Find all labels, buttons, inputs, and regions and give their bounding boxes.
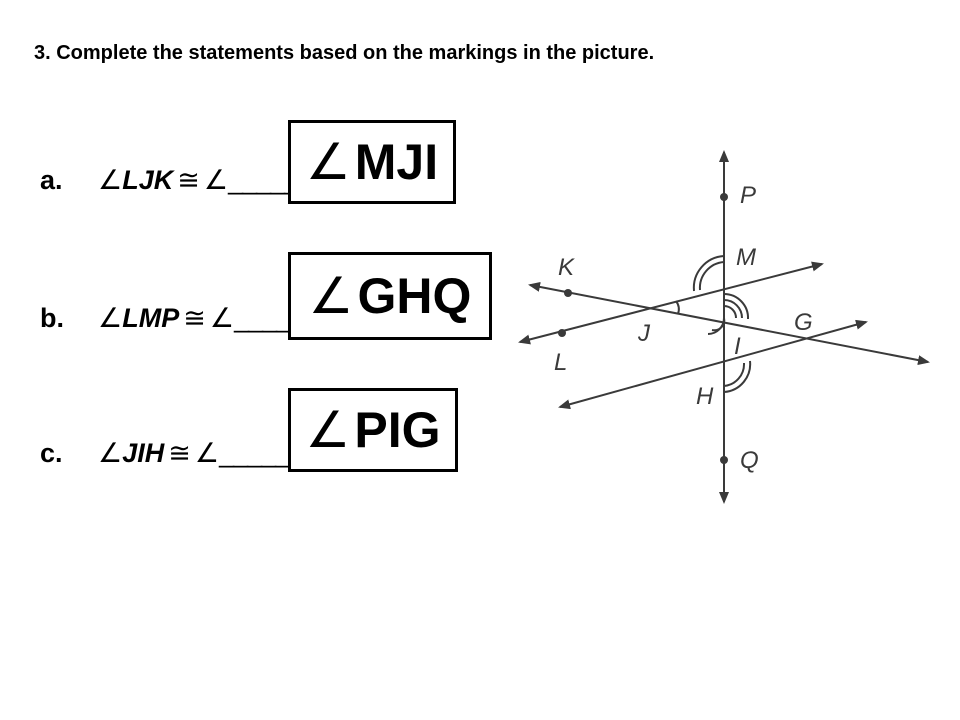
angle-arc-m [692, 255, 725, 292]
given-angle: LJK [122, 165, 174, 195]
congruent-symbol: ≅ [168, 438, 191, 468]
label-k: K [558, 254, 575, 281]
label-h: H [696, 383, 714, 410]
label-g: G [794, 309, 813, 336]
angle-symbol: ∠ [209, 303, 235, 333]
point-l [558, 329, 566, 337]
label-q: Q [740, 447, 759, 474]
point-k [564, 289, 572, 297]
answer-text: MJI [354, 134, 439, 190]
angle-symbol: ∠ [98, 165, 123, 195]
answer-box-a: ∠MJI [288, 120, 456, 204]
label-p: P [740, 182, 756, 209]
angle-arc-i [723, 299, 743, 319]
angle-arc-j [675, 300, 680, 315]
statement-letter: b. [40, 303, 64, 333]
angle-symbol: ∠ [305, 402, 351, 458]
statement-letter: a. [40, 165, 63, 195]
answer-text: GHQ [357, 268, 472, 324]
line-h [558, 319, 868, 410]
angle-arc-h [723, 360, 752, 393]
angle-arc-i [723, 305, 737, 319]
point-q [720, 456, 728, 464]
angle-symbol: ∠ [98, 303, 123, 333]
statement-letter: c. [40, 438, 63, 468]
transversal-figure: P M K G J I L H Q [518, 150, 930, 504]
angle-symbol: ∠ [203, 165, 229, 195]
label-i: I [734, 333, 741, 360]
angle-arc-i [707, 317, 725, 335]
angle-symbol: ∠ [308, 268, 354, 324]
label-l: L [554, 349, 567, 376]
angle-symbol: ∠ [305, 134, 351, 190]
angle-arc-m [698, 261, 725, 291]
angle-arc-h [723, 362, 746, 387]
label-m: M [736, 244, 756, 271]
problem-prompt: 3. Complete the statements based on the … [34, 42, 655, 64]
answer-box-b: ∠GHQ [288, 252, 492, 340]
answer-box-c: ∠PIG [288, 388, 458, 472]
congruent-symbol: ≅ [177, 165, 200, 195]
answer-text: PIG [354, 402, 441, 458]
given-angle: LMP [122, 303, 180, 333]
angle-symbol: ∠ [98, 438, 123, 468]
congruent-symbol: ≅ [183, 303, 206, 333]
point-p [720, 193, 728, 201]
angle-symbol: ∠ [194, 438, 220, 468]
given-angle: JIH [122, 438, 165, 468]
angle-arc-i [723, 292, 750, 320]
label-j: J [637, 320, 651, 347]
